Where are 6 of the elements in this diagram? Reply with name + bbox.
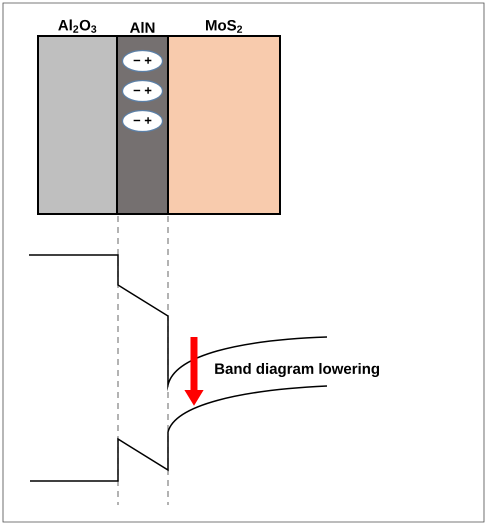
layer-box: MoS$_{2}$ xyxy=(167,20,281,215)
node-label: Al$_{2}$O$_{3}$ xyxy=(58,19,96,33)
layer-box: Al$_{2}$O$_{3}$ xyxy=(37,19,118,215)
node-label: MoS$_{2}$ xyxy=(206,20,242,33)
node-label: AlN xyxy=(130,22,154,33)
annotation-text: Band diagram lowering xyxy=(215,362,380,378)
